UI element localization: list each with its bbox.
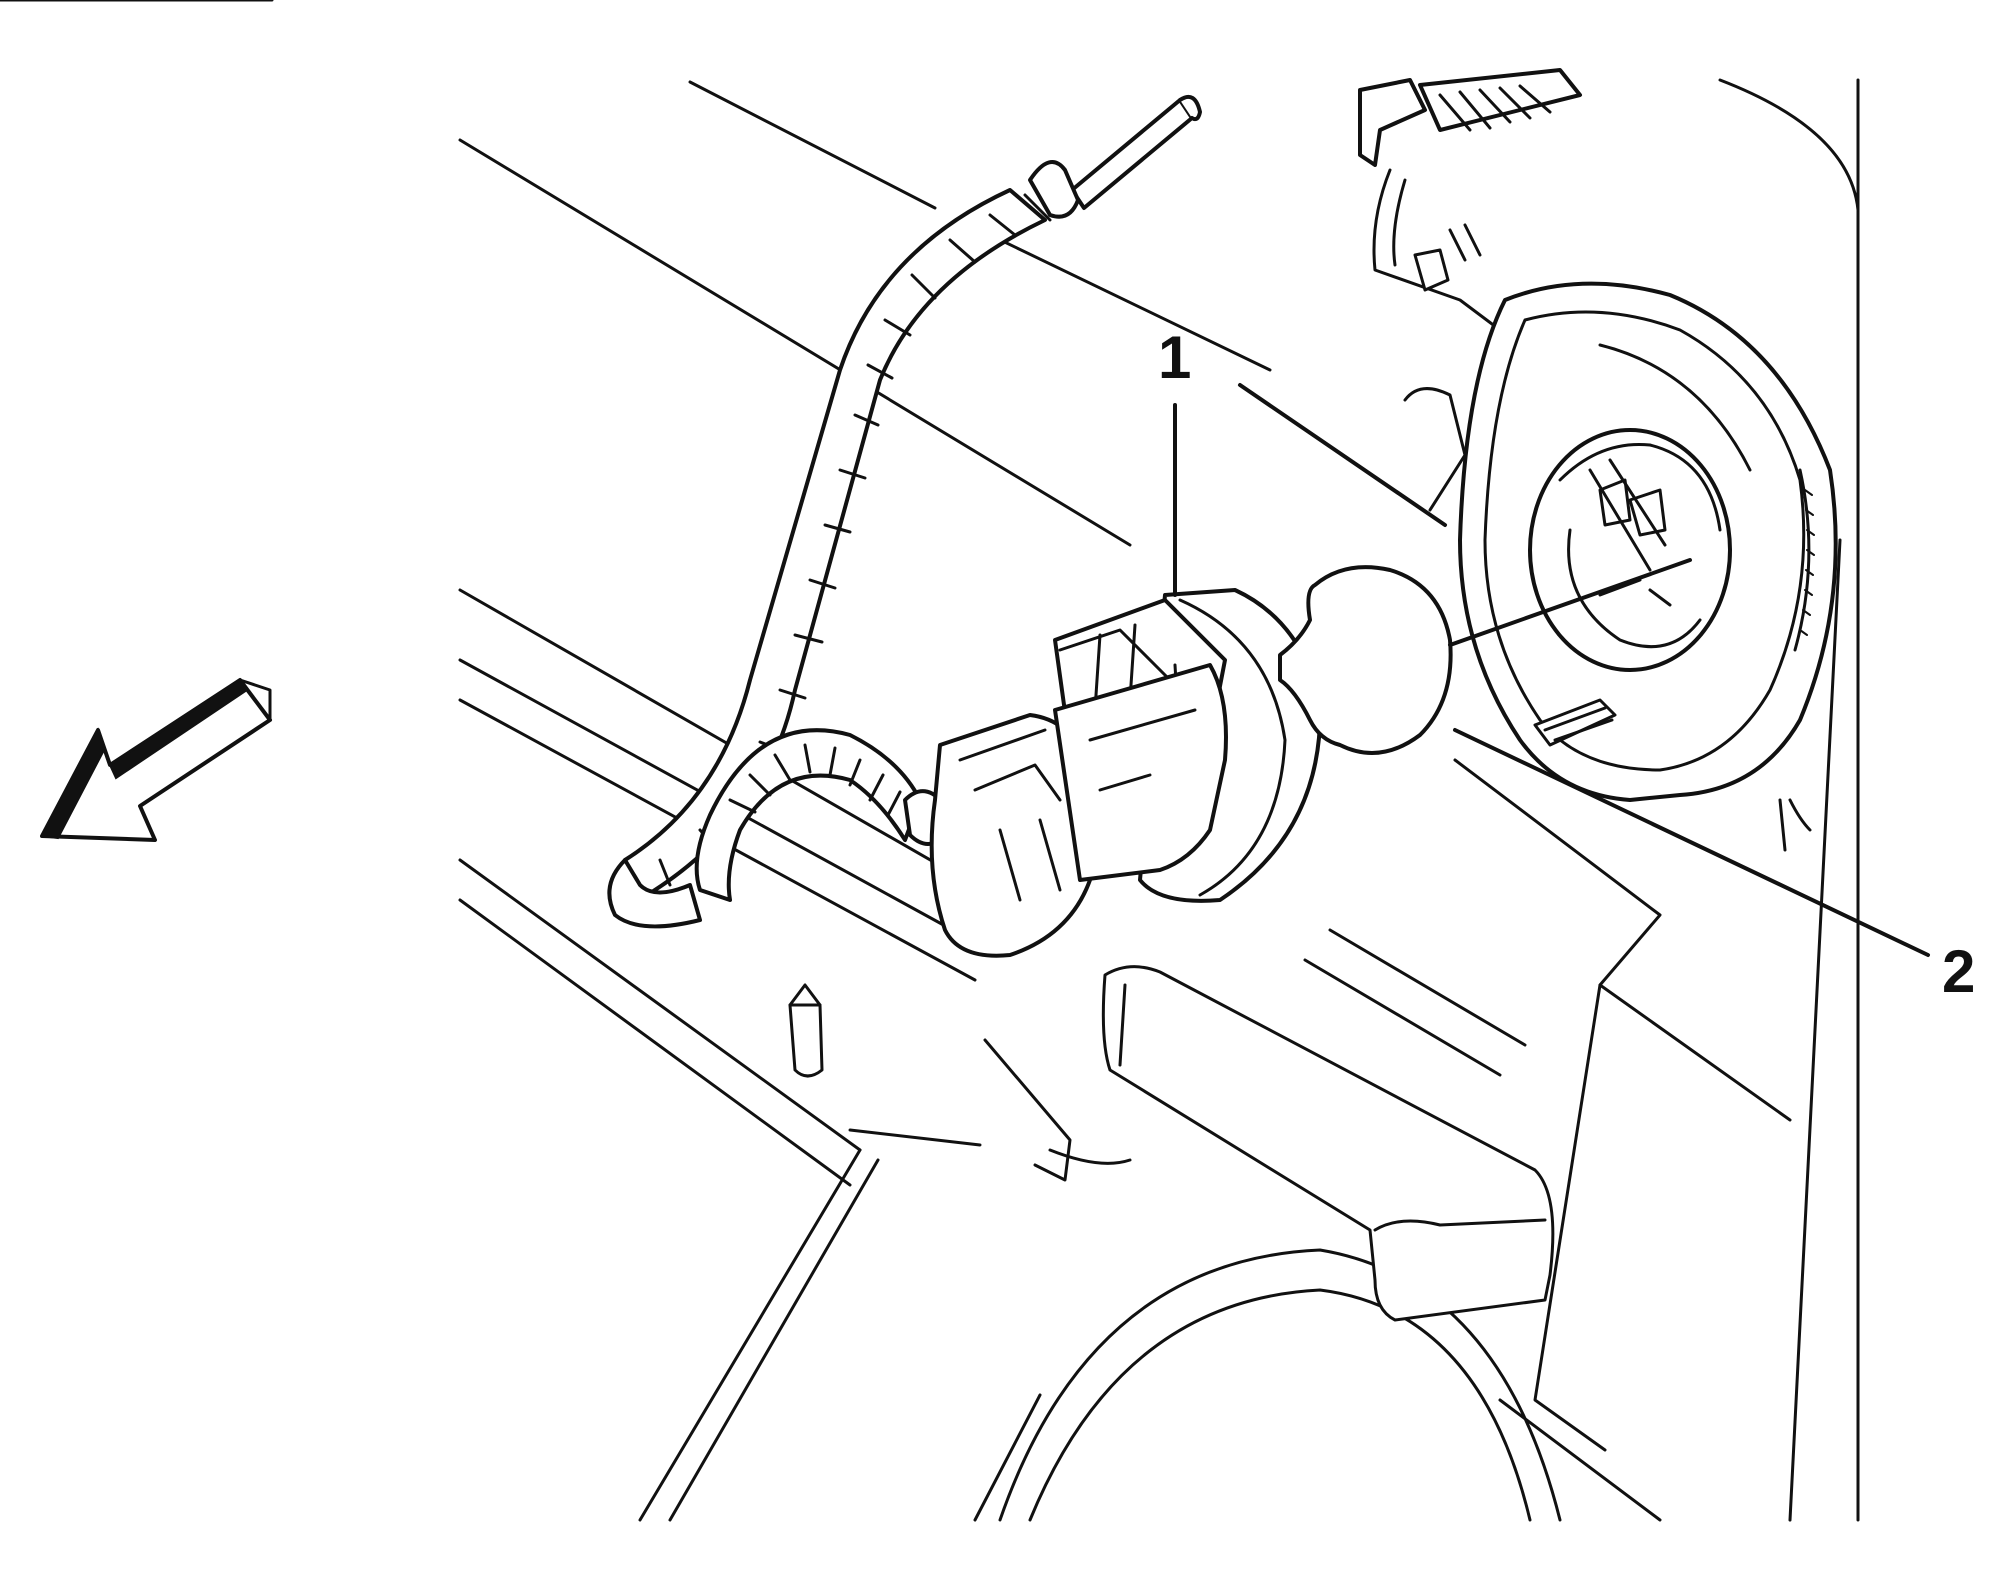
body-panel <box>460 80 1858 1520</box>
forward-direction-arrow-icon <box>42 680 270 840</box>
leader-lines <box>1175 385 1928 955</box>
wiring-harness <box>0 0 1200 926</box>
callout-2-leader-mid <box>1450 560 1690 645</box>
lamp-housing <box>1360 70 1836 830</box>
callout-2-leader-lower <box>1455 730 1928 955</box>
callout-1-label: 1 <box>1158 324 1191 391</box>
callout-2-label: 2 <box>1942 938 1975 1005</box>
electrical-connector <box>932 590 1321 956</box>
callout-2-leader-upper <box>1240 385 1445 525</box>
lamp-bulb <box>1280 567 1451 753</box>
